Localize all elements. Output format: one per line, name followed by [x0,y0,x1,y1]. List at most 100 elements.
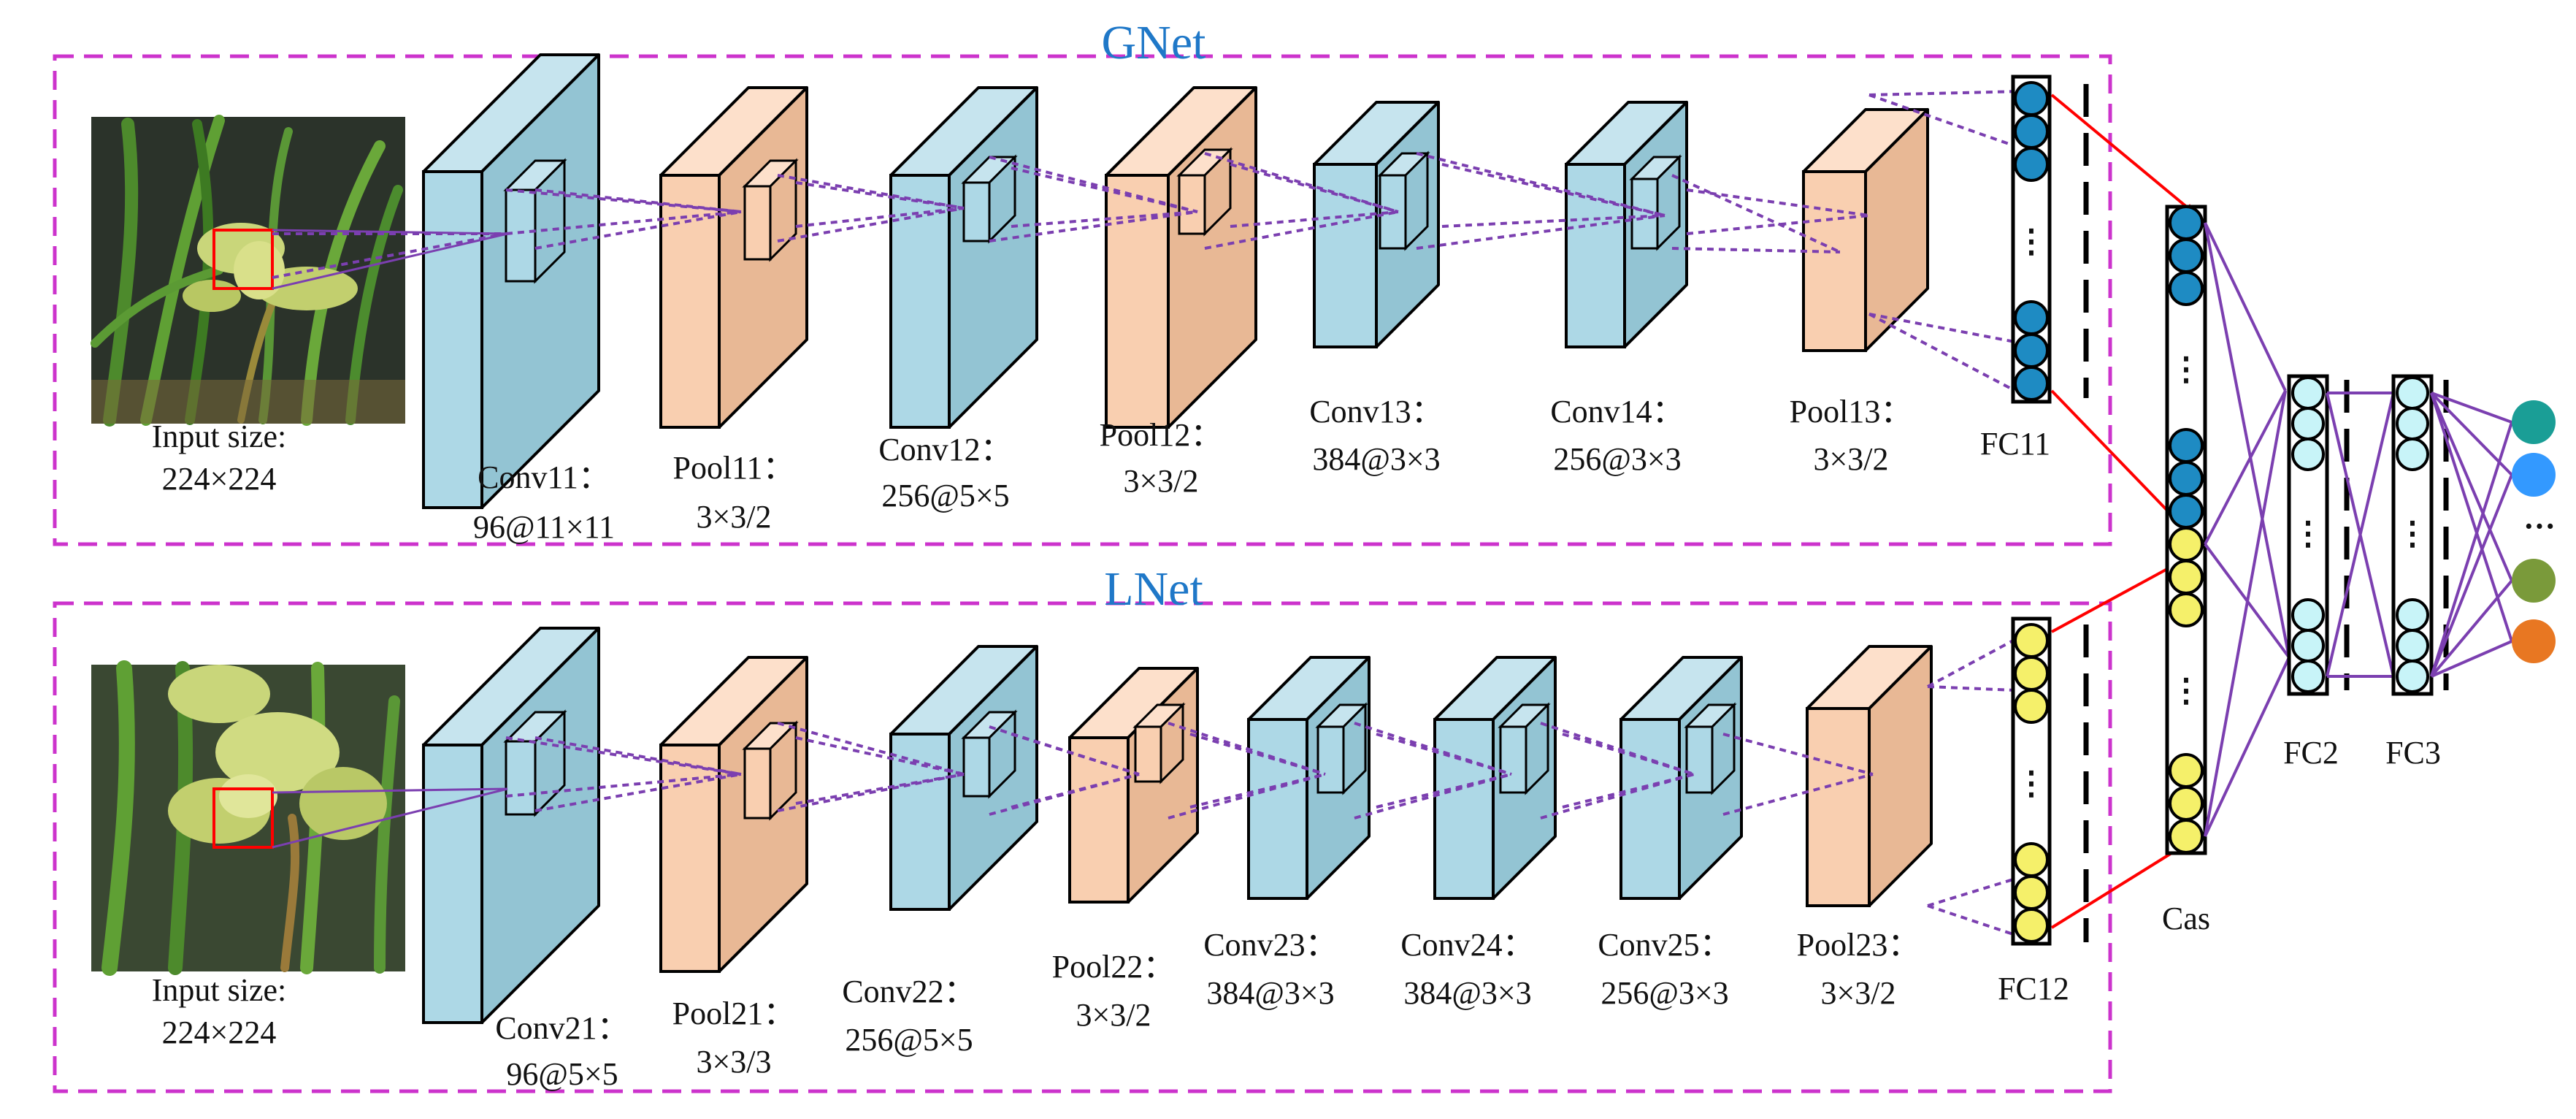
fc11-node [2014,333,2049,368]
lnet-layer-1 [422,627,600,1024]
fc2-node [2291,598,2325,632]
lnet-layer-spec: 384@3×3 [1403,975,1531,1011]
gnet-layer-3 [889,86,1038,429]
lnet-input-link [272,787,508,849]
fc3-node [2396,598,2429,632]
lnet-layer-name: Conv23： [1203,927,1337,963]
fc3-column: ⋮ [2391,374,2434,696]
fc12-column: ⋮ [2011,616,2052,946]
lnet-layer-8 [1806,645,1933,907]
lnet-layer-5 [1247,656,1371,900]
lnet-layer-name: Conv25： [1598,927,1731,963]
gnet-layer-spec: 96@11×11 [473,509,615,545]
fc11-node [2014,300,2049,335]
fc12-node [2014,656,2049,691]
fc2-ellipsis: ⋮ [2292,516,2324,551]
output-node [2512,453,2556,497]
fc12-node [2014,908,2049,943]
cas-column: ⋮ ⋮ [2165,205,2207,855]
gnet-layer-name: Conv12： [878,432,1012,467]
gnet-layer-spec: 384@3×3 [1312,441,1440,477]
gnet-input-link [272,229,508,290]
fc11-node [2014,366,2049,401]
gnet-layer-4-kernel [1176,147,1233,237]
gnet-connections [272,90,2023,392]
gnet-layer-spec: 3×3/2 [1123,463,1198,499]
fc11-ellipsis: ⋮ [2015,224,2047,259]
lnet-frame [53,601,2112,1093]
gnet-layer-4 [1105,86,1257,429]
fc11-node [2014,114,2049,149]
gnet-layer-6 [1565,101,1688,348]
lnet-layers: Conv21：96@5×5Pool21：3×3/3Conv22：256@5×5P… [422,627,1933,1092]
fc12-node [2014,875,2049,910]
gnet-layer-name: Pool13： [1790,394,1913,429]
gnet-layer-name: Pool12： [1100,417,1223,453]
fc3-label: FC3 [2385,735,2441,771]
fc3-ellipsis: ⋮ [2396,516,2429,551]
fc3-node [2396,407,2429,440]
lnet-layer-7 [1619,656,1743,900]
lnet-input-label-2: 224×224 [162,1015,277,1050]
output-node [2512,559,2556,603]
lnet-layer-6 [1433,656,1557,900]
gnet-layer-2 [659,86,808,429]
output-node [2512,400,2556,444]
cas-label: Cas [2162,901,2210,936]
fc2-node [2291,660,2325,693]
lnet-layer-7-kernel [1684,702,1737,795]
gnet-layer-6-kernel [1629,154,1682,251]
lnet-layer-2 [659,656,808,973]
cas-ellipsis: ⋮ [2170,351,2202,387]
lnet-layer-name: Conv24： [1400,927,1534,963]
fc11-label: FC11 [1980,426,2050,462]
fc11-node [2014,81,2049,116]
fc3-output-connections [2430,392,2513,678]
lnet-layer-spec: 256@3×3 [1601,975,1728,1011]
cas-node [2169,205,2204,240]
lnet-title: LNet [1104,562,1203,616]
cas-node [2169,819,2204,854]
lnet-layer-4 [1068,667,1199,904]
lnet-layer-5-kernel [1315,702,1368,795]
fc3-node [2396,629,2429,662]
gnet-layer-name: Conv13： [1309,394,1443,429]
gnet-input-label-2: 224×224 [162,461,277,497]
lnet-layer-spec: 3×3/2 [1076,997,1151,1033]
lnet-layer-3 [889,645,1038,911]
gnet-layer-7 [1802,108,1929,352]
lnet-layer-2-kernel [742,720,799,821]
fc11-column: ⋮ [2011,75,2052,404]
fc12-node [2014,842,2049,877]
lnet-input-label-1: Input size: [152,972,287,1008]
gnet-layer-name: Pool11： [672,450,794,486]
gnet-input-label-1: Input size: [152,419,287,454]
fc3-node [2396,660,2429,693]
lnet-layer-spec: 3×3/2 [1820,975,1895,1011]
lnet-layer-1-kernel [503,709,567,817]
cas-node [2169,271,2204,306]
gnet-layer-5-kernel [1377,150,1430,251]
gnet-layer-3-kernel [961,154,1018,244]
fc2-label: FC2 [2283,735,2339,771]
gnet-layer-spec: 256@5×5 [881,478,1009,513]
fc2-fc3-connections [2326,392,2395,678]
cas-node [2169,428,2204,463]
lnet-layer-4-kernel [1132,702,1186,784]
gnet-frame [53,54,2112,546]
fc11-node [2014,147,2049,182]
lnet-layer-name: Conv22： [842,974,975,1009]
lnet-layer-name: Conv21： [495,1010,629,1046]
lnet-layer-3-kernel [961,709,1018,799]
fc3-node [2396,376,2429,410]
cas-node [2169,238,2204,273]
fc2-column: ⋮ [2287,374,2329,696]
gnet-layer-spec: 3×3/2 [696,499,771,535]
gnet-layer-2-kernel [742,158,799,262]
gnet-layer-name: Conv11： [478,459,610,495]
gnet-layers: Conv11： 96@11×11 Pool11： 3×3/2 Conv12： 256@5×… [422,53,1929,545]
gnet-title: GNet [1102,16,1206,69]
output-node [2512,619,2556,663]
cas-node [2169,461,2204,496]
